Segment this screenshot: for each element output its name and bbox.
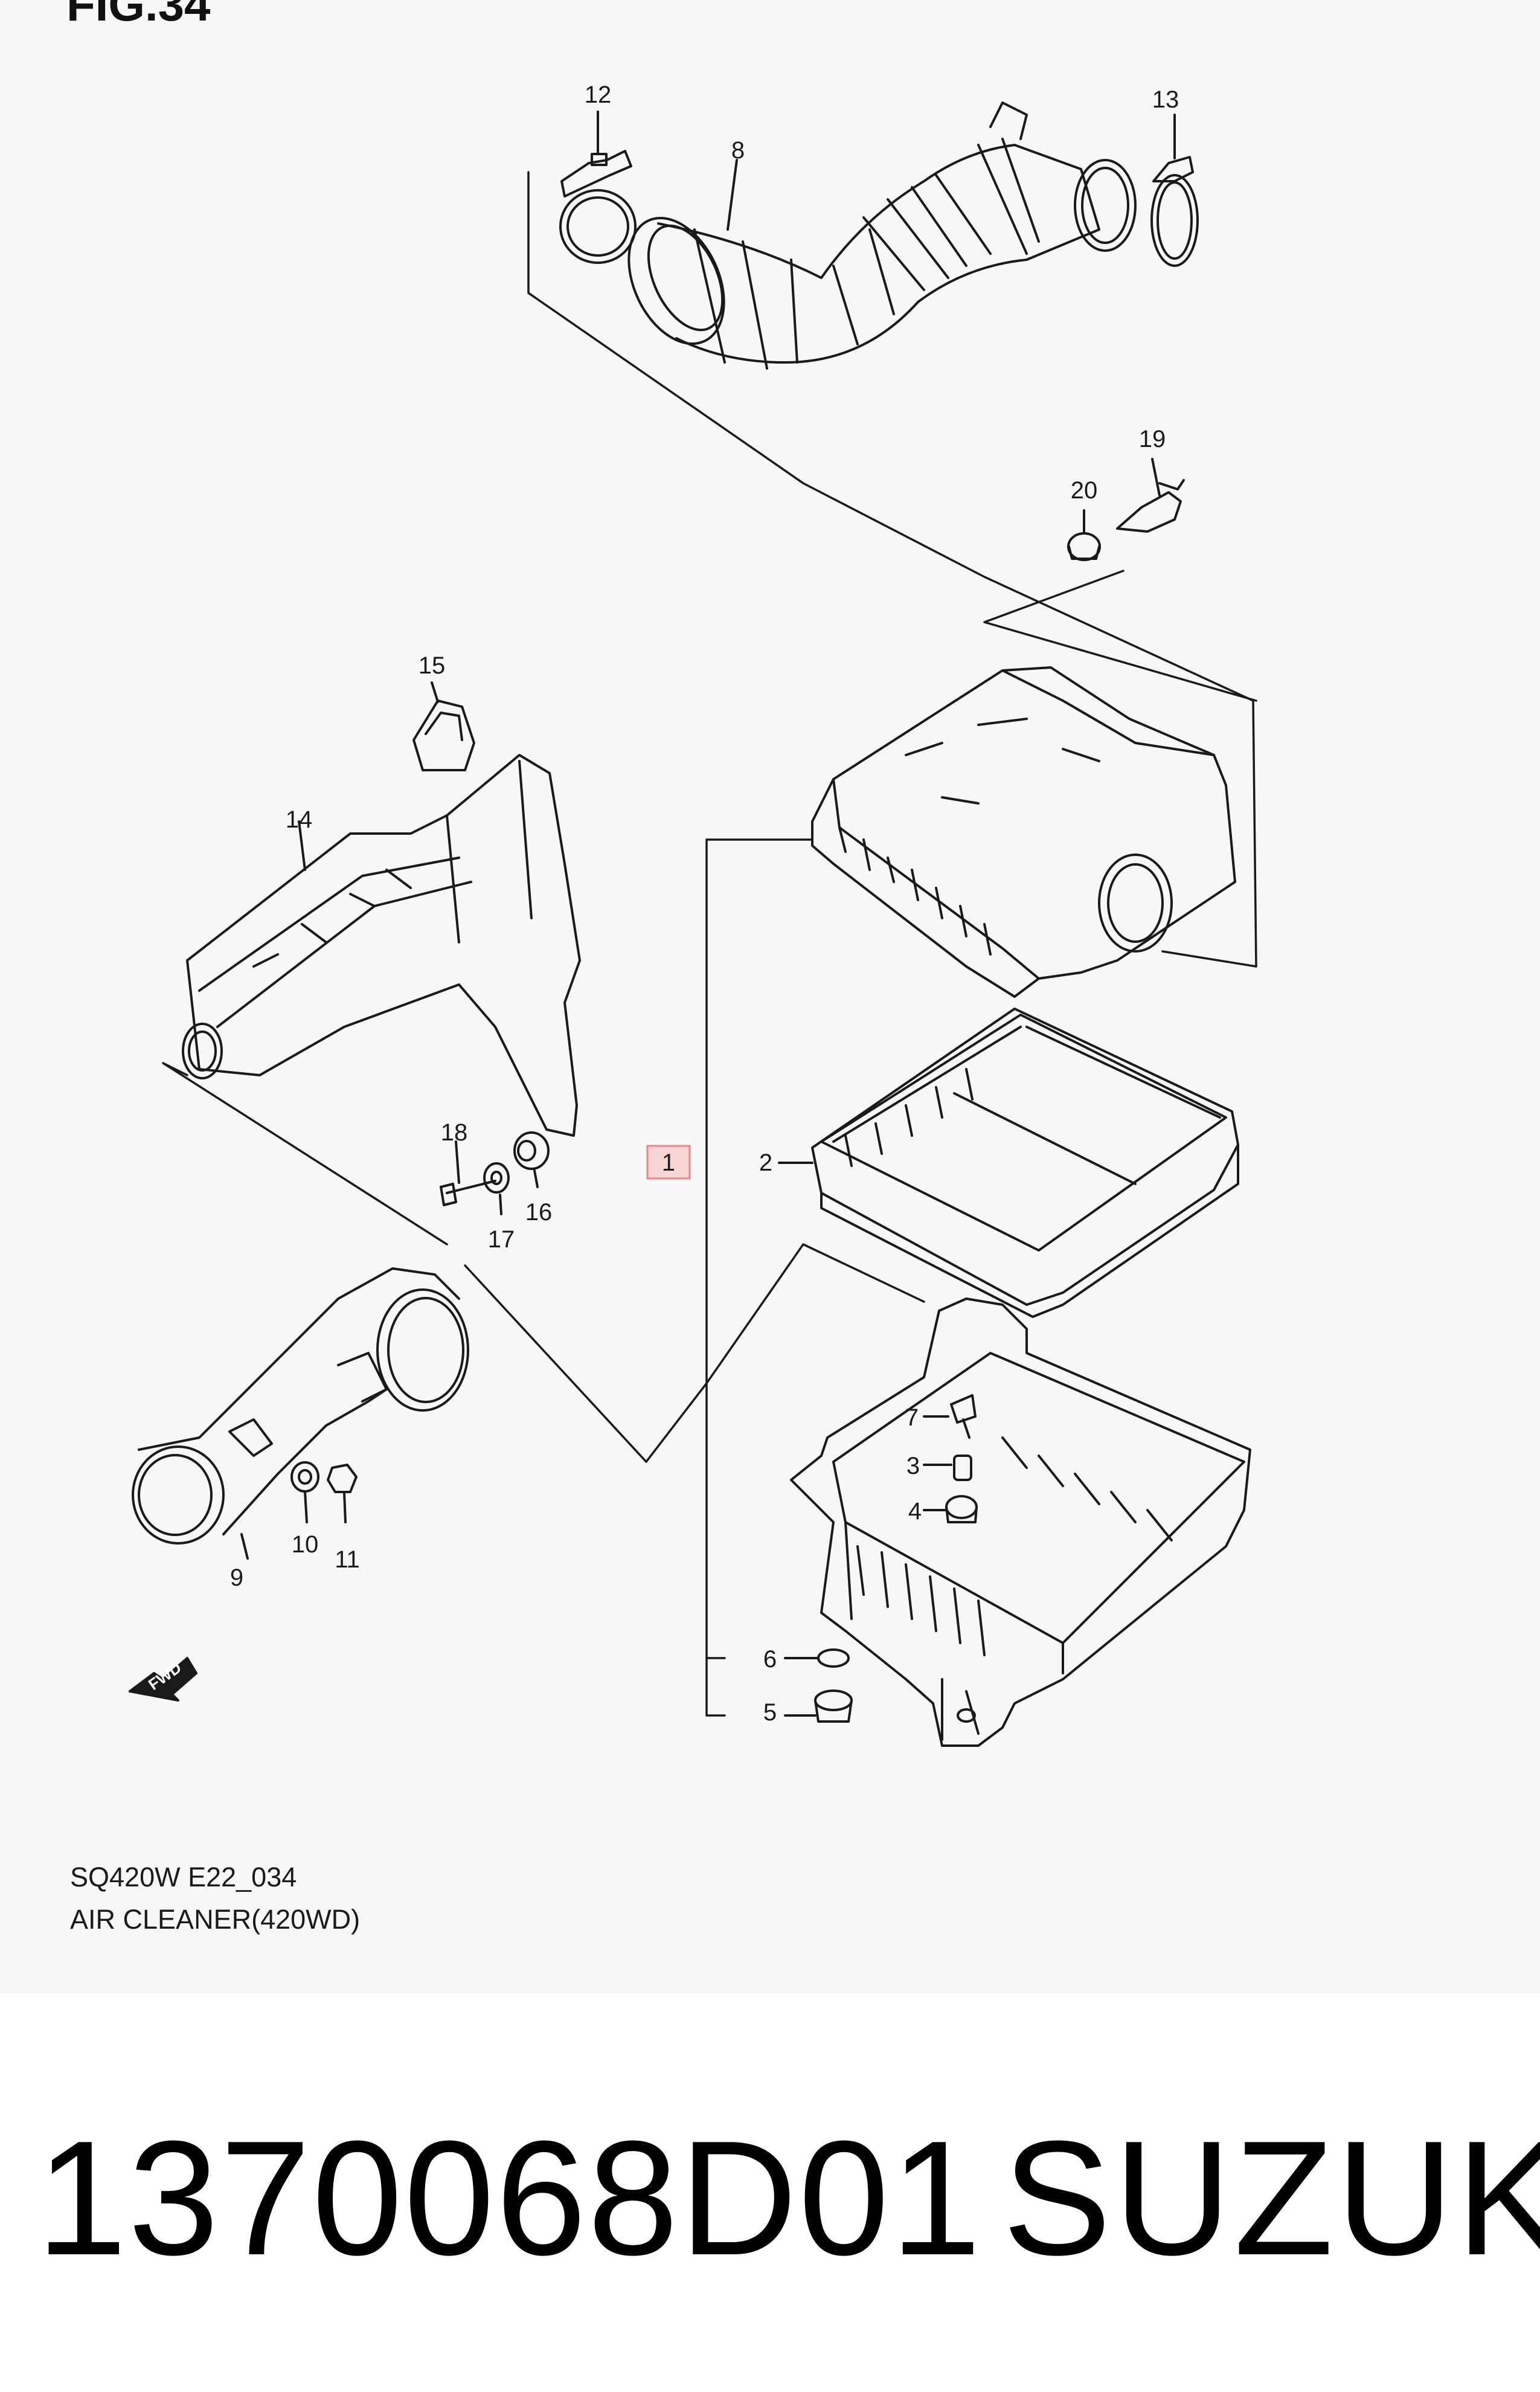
callout-13: 13 [1152, 86, 1179, 113]
callout-7: 7 [905, 1404, 919, 1431]
washer-17 [483, 1162, 510, 1215]
callout-15: 15 [419, 652, 446, 679]
inlet-duct-9 [132, 1267, 469, 1560]
exploded-parts-diagram: 12 8 13 19 20 15 14 1 2 18 16 17 7 3 4 1… [129, 82, 1257, 1747]
callout-5: 5 [763, 1699, 777, 1726]
bolt-18 [440, 1140, 496, 1206]
callout-9: 9 [230, 1564, 243, 1591]
grommet-4 [923, 1495, 978, 1523]
fwd-arrow-icon [129, 1657, 197, 1702]
footer [0, 1993, 1540, 2392]
figure-heading: FIG.34 [66, 0, 211, 31]
callout-3: 3 [906, 1453, 920, 1479]
cleaner-upper-case [811, 666, 1236, 998]
grommet-5 [784, 1690, 853, 1723]
callout-10: 10 [292, 1531, 319, 1558]
intake-hose-8 [627, 101, 1137, 370]
callout-11: 11 [335, 1546, 360, 1573]
nut-11 [327, 1464, 358, 1523]
callout-17: 17 [488, 1226, 515, 1253]
callout-19: 19 [1139, 426, 1166, 452]
cap-6 [784, 1648, 850, 1668]
sensor-19 [1116, 458, 1185, 533]
callout-1-highlight [646, 1145, 691, 1180]
callout-2: 2 [759, 1149, 772, 1176]
bolt-7 [923, 1394, 977, 1439]
collar-3 [923, 1455, 972, 1481]
callout-1: 1 [662, 1149, 675, 1176]
callout-12: 12 [585, 82, 612, 108]
diagram-code: SQ420W E22_034 [70, 1862, 297, 1892]
callout-16: 16 [525, 1199, 553, 1226]
grommet-20 [1067, 509, 1101, 561]
seal-15 [412, 681, 475, 771]
resonator-14 [182, 754, 581, 1137]
callout-6: 6 [763, 1646, 777, 1673]
brand-name: SUZUKI [1003, 2107, 1540, 2289]
diagram-sheet: FIG.34 [66, 0, 1257, 1935]
diagram-title: AIR CLEANER(420WD) [70, 1904, 361, 1935]
callout-20: 20 [1071, 477, 1098, 504]
hose-clamp-12 [559, 111, 637, 264]
callout-14: 14 [286, 806, 313, 833]
assembly-bracket-lines [162, 171, 1257, 1717]
washer-10 [290, 1461, 319, 1523]
callout-18: 18 [441, 1119, 468, 1146]
part-number: 1370068D01 [36, 2107, 983, 2289]
callout-4: 4 [908, 1498, 922, 1525]
filter-element-2 [778, 1008, 1239, 1318]
callout-8: 8 [731, 137, 745, 164]
hose-clamp-13 [1150, 114, 1199, 267]
bushing-16 [513, 1131, 550, 1188]
cleaner-lower-case [790, 1297, 1251, 1747]
